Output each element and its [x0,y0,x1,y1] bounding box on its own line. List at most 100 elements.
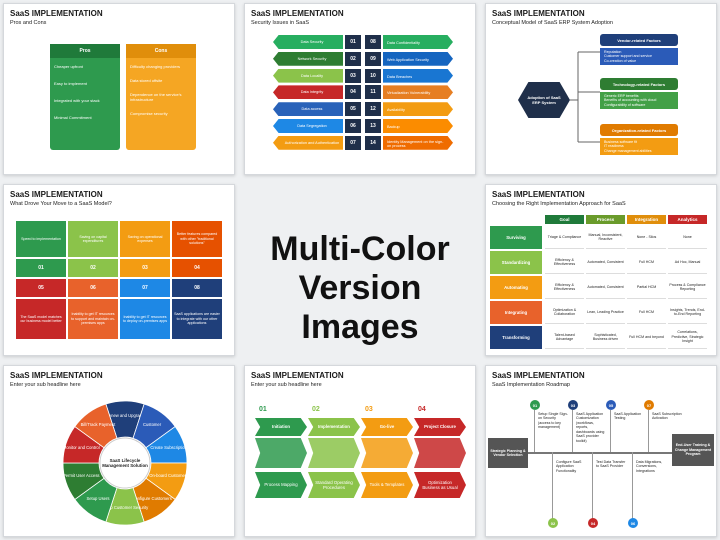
table-cell: Efficiency & Effectiveness [545,276,584,299]
security-number: 03 [345,68,361,83]
factor-item: Co-creation of value [604,58,637,63]
con-item: Difficulty changing providers [130,64,180,69]
security-number: 05 [345,102,361,117]
driver-bottom-box: The SaaS model matches our business mode… [16,299,66,339]
step-number: 02 [312,406,320,413]
slide-subtitle: Choosing the Right Implementation Approa… [492,201,626,207]
table-row-label: Transforming [490,326,542,349]
driver-bottom-box: Inability to get IT resources to support… [68,299,118,339]
slide-subtitle: SaaS Implementation Roadmap [492,382,570,388]
slide-title: SaaS IMPLEMENTATION [251,371,344,380]
roadmap-marker: 03 [568,400,578,410]
table-cell: Sophisticated, Business driven [586,326,625,349]
wheel-segment-label: Configure Customers [132,496,172,501]
table-cell: Automated, Consistent [586,276,625,299]
hero-line-1: Multi-Color [270,230,450,268]
wheel-segment-label: Permit User Access [63,473,100,478]
security-label-left: Data Integrity [273,85,343,100]
slide-title: SaaS IMPLEMENTATION [10,190,103,199]
driver-bottom-number: 07 [120,279,170,297]
table-cell: Lean, Leading Practice [586,301,625,324]
driver-top-box: Saving on operational expenses [120,221,170,257]
factor-head: Technology-related Factors [600,78,678,90]
roadmap-line [528,452,672,454]
driver-top-box: Saving on capital expenditures [68,221,118,257]
table-row-label: Automating [490,276,542,299]
wheel-segment-label: Customer [143,422,162,427]
slide-title: SaaS IMPLEMENTATION [492,371,585,380]
roadmap-marker: 04 [588,518,598,528]
roadmap-label: Configure SaaS Application Functionality [556,460,582,473]
security-number: 01 [345,35,361,49]
step-header: Project Closure [414,418,466,436]
security-number: 10 [365,68,381,83]
roadmap-marker: 06 [628,518,638,528]
table-row-label: Surviving [490,226,542,249]
con-item: Data stored offsite [130,78,163,83]
security-number: 02 [345,51,361,66]
table-cell: Correlations, Predictive, Strategic Insi… [668,326,707,349]
security-number: 08 [365,35,381,49]
hero-title: Multi-Color Version Images [250,230,470,347]
table-row-label: Integrating [490,301,542,324]
table-cell: None [668,226,707,249]
hero-line-2: Version Images [298,269,422,347]
step-number: 01 [259,406,267,413]
wheel-segment-label: Setup Users [86,496,109,501]
slide-phases[interactable]: SaaS IMPLEMENTATION Enter your sub headl… [244,365,476,537]
pro-item: Cheaper upfront [54,64,83,69]
step-header: Initiation [255,418,307,436]
table-cell: Talent-based Advantage [545,326,584,349]
roadmap-end: End-User Training & Change Management Pr… [672,434,714,466]
step-body: Tools & Templates [361,472,413,498]
wheel-segment-label: Create Subscription [150,445,187,450]
slide-title: SaaS IMPLEMENTATION [10,371,103,380]
security-label-left: Data access [273,102,343,117]
security-label-left: Data Locality [273,68,343,83]
table-cell: Partial HCM [627,276,666,299]
security-number: 04 [345,85,361,100]
driver-bottom-number: 08 [172,279,222,297]
slide-pros-cons[interactable]: SaaS IMPLEMENTATION Pros and Cons Pros C… [3,3,235,175]
security-label-right: Data Confidentiality [383,35,453,49]
table-cell: Automated, Consistent [586,251,625,274]
slide-subtitle: Security Issues in SaaS [251,20,310,26]
slide-implementation-approach[interactable]: SaaS IMPLEMENTATION Choosing the Right I… [485,184,717,356]
factor-item: Customer support and service [604,54,652,59]
table-cell: Full HCM [627,251,666,274]
slide-security-issues[interactable]: SaaS IMPLEMENTATION Security Issues in S… [244,3,476,175]
pro-item: Minimal Commitment [54,115,92,120]
security-label-right: Data Breaches [383,68,453,83]
driver-bottom-box: SaaS applications are easier to integrat… [172,299,222,339]
technology-factors: Technology-related Factors Generic ERP b… [600,78,678,110]
roadmap-stem [534,410,535,452]
wheel-segment-label: Setup Customer Security [102,505,149,510]
step-body: Optimization Business as Usual [414,472,466,498]
slide-subtitle: Enter your sub headline here [10,382,81,388]
slide-roadmap[interactable]: SaaS IMPLEMENTATION SaaS Implementation … [485,365,717,537]
step-number: 04 [418,406,426,413]
slide-move-drivers[interactable]: SaaS IMPLEMENTATION What Drove Your Move… [3,184,235,356]
wheel-hub [99,437,151,489]
table-cell: None - Silos [627,226,666,249]
slide-conceptual-model[interactable]: SaaS IMPLEMENTATION Conceptual Model of … [485,3,717,175]
pro-item: Integrated with your stack [54,98,100,103]
wheel-segment-label: Bill/Track Payment [81,422,117,427]
slide-subtitle: Enter your sub headline here [251,382,322,388]
slide-lifecycle[interactable]: SaaS IMPLEMENTATION Enter your sub headl… [3,365,235,537]
slide-subtitle: Conceptual Model of SaaS ERP System Adop… [492,20,613,26]
table-column-header: Analytics [668,215,707,224]
security-number: 07 [345,135,361,150]
driver-bottom-number: 06 [68,279,118,297]
security-number: 14 [365,135,381,150]
table-cell: Triage & Compliance [545,226,584,249]
factor-item: Business software fit [604,140,637,144]
roadmap-label: Test Data Transfer to SaaS Provider [596,460,626,469]
table-column-header: Goal [545,215,584,224]
roadmap-marker: 07 [644,400,654,410]
roadmap-marker: 02 [548,518,558,528]
